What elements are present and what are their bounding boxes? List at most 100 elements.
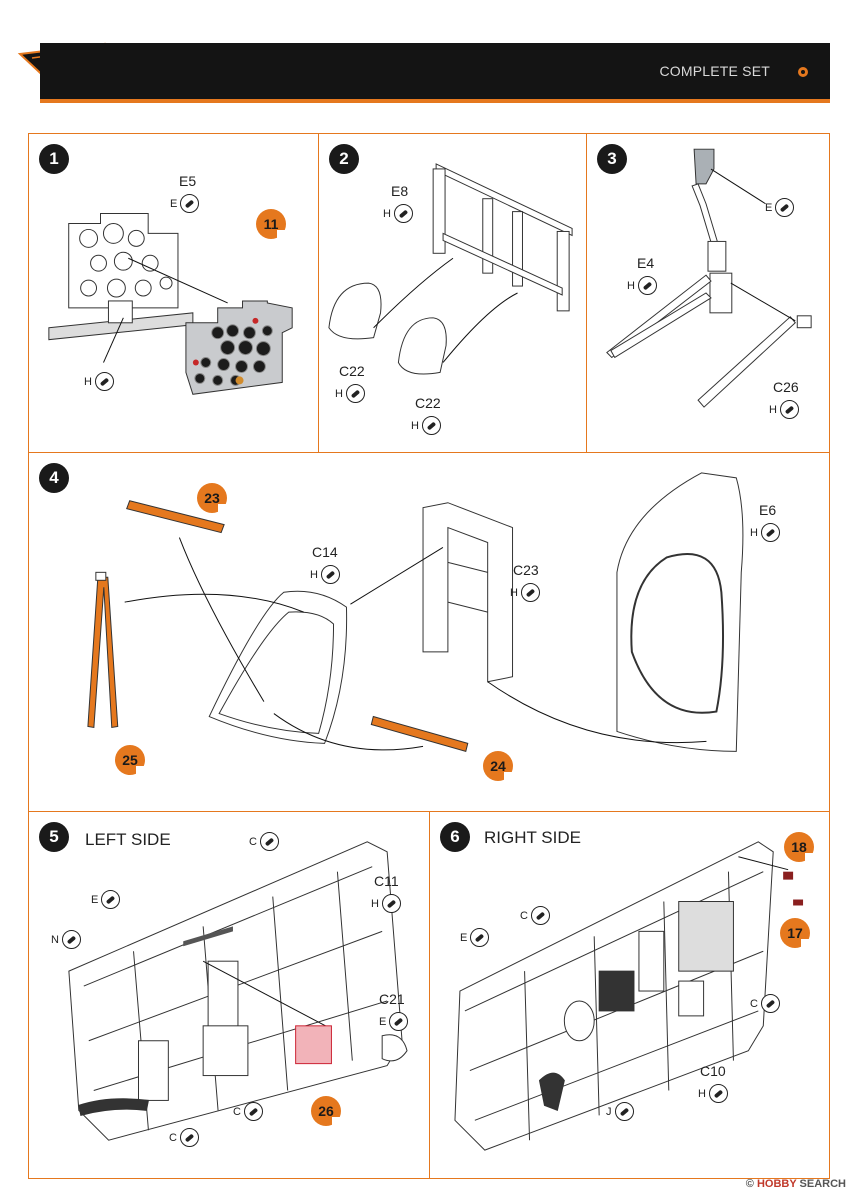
glue-code: C bbox=[249, 835, 257, 848]
glue-code: E bbox=[170, 197, 178, 210]
glue-icon bbox=[470, 928, 490, 947]
decal-23-badge: 23 bbox=[197, 483, 227, 513]
step-3-badge: 3 bbox=[597, 144, 627, 174]
glue-code: C bbox=[520, 909, 528, 922]
glue-icon bbox=[760, 523, 780, 542]
part-c22-glue: H bbox=[335, 384, 365, 403]
part-c22-label: C22 bbox=[415, 395, 441, 411]
glue-icon bbox=[614, 1102, 634, 1121]
header-band: COMPLETE SET bbox=[40, 43, 830, 103]
part-e5-label: E5 bbox=[179, 173, 197, 189]
part-e8-label: E8 bbox=[391, 183, 409, 199]
glue-code: H bbox=[371, 897, 379, 910]
glue-icon bbox=[320, 565, 340, 584]
glue-icon bbox=[708, 1084, 728, 1103]
control-column-illustration bbox=[606, 148, 812, 408]
step-5-panel: 5 LEFT SIDE C C11 H E N C21 E bbox=[28, 811, 430, 1179]
glue-icon bbox=[180, 194, 200, 213]
part-c21-glue: E bbox=[379, 1012, 409, 1031]
glue-code: H bbox=[698, 1087, 706, 1100]
part-h-glue: H bbox=[84, 372, 114, 391]
glue-icon bbox=[179, 1128, 199, 1147]
part-c10-label: C10 bbox=[700, 1063, 726, 1079]
glue-icon bbox=[530, 906, 550, 925]
glue-icon bbox=[381, 894, 401, 913]
part-c21-label: C21 bbox=[379, 991, 405, 1007]
glue-code: H bbox=[411, 419, 419, 432]
glue-icon bbox=[520, 583, 540, 602]
glue-code: H bbox=[769, 403, 777, 416]
part-e-glue: E bbox=[765, 198, 795, 217]
glue-icon bbox=[345, 384, 365, 403]
glue-icon bbox=[421, 416, 441, 435]
step-6-panel: 6 RIGHT SIDE C E C C10 H J bbox=[429, 811, 830, 1179]
glue-code: E bbox=[765, 201, 773, 214]
step-1-badge: 1 bbox=[39, 144, 69, 174]
part-n-glue: N bbox=[51, 930, 81, 949]
instrument-panel-illustration bbox=[48, 213, 293, 395]
glue-icon bbox=[775, 198, 795, 217]
decal-11-badge: 11 bbox=[256, 209, 286, 239]
glue-icon bbox=[94, 372, 114, 391]
part-e6-label: E6 bbox=[759, 502, 777, 518]
step-1-panel: 1 E5 E H 11 bbox=[28, 133, 319, 453]
part-c11-label: C11 bbox=[374, 873, 399, 889]
step-6-heading: RIGHT SIDE bbox=[484, 828, 581, 847]
glue-code: C bbox=[233, 1105, 241, 1118]
part-c23-glue: H bbox=[510, 583, 540, 602]
step-4-badge: 4 bbox=[39, 463, 69, 493]
glue-code: H bbox=[510, 586, 518, 599]
part-c14-glue: H bbox=[310, 565, 340, 584]
step-4-panel: 4 23 25 24 C14 H C23 H E6 H bbox=[28, 452, 830, 812]
decal-24-badge: 24 bbox=[483, 751, 513, 781]
right-side-frame-illustration bbox=[454, 841, 804, 1151]
part-e5-glue: E bbox=[170, 194, 200, 213]
part-c10-glue: H bbox=[698, 1084, 728, 1103]
glue-code: N bbox=[51, 933, 59, 946]
part-c14-label: C14 bbox=[312, 544, 338, 560]
watermark-symbol: © bbox=[745, 1178, 754, 1190]
glue-code: H bbox=[310, 568, 318, 581]
part-c26-glue: H bbox=[769, 400, 799, 419]
glue-icon bbox=[637, 276, 657, 295]
step-5-heading: LEFT SIDE bbox=[85, 830, 171, 849]
glue-code: C bbox=[750, 997, 758, 1010]
glue-code: H bbox=[84, 375, 92, 388]
decal-25-badge: 25 bbox=[115, 745, 145, 775]
part-c23-label: C23 bbox=[513, 562, 539, 578]
glue-code: E bbox=[379, 1015, 387, 1028]
glue-icon bbox=[779, 400, 799, 419]
step-6-badge: 6 bbox=[440, 822, 470, 852]
part-c-glue: C bbox=[169, 1128, 199, 1147]
glue-code: H bbox=[627, 279, 635, 292]
part-c22-glue: H bbox=[411, 416, 441, 435]
glue-code: C bbox=[169, 1131, 177, 1144]
glue-icon bbox=[243, 1102, 263, 1121]
left-side-frame-illustration bbox=[68, 841, 408, 1141]
glue-code: E bbox=[460, 931, 468, 944]
glue-code: H bbox=[335, 387, 343, 400]
glue-code: J bbox=[606, 1105, 612, 1118]
glue-icon bbox=[760, 994, 780, 1013]
watermark-brand: HOBBY bbox=[756, 1178, 797, 1190]
decal-18-badge: 18 bbox=[784, 832, 814, 862]
watermark: © HOBBY SEARCH bbox=[746, 1178, 846, 1190]
part-e-glue: E bbox=[91, 890, 121, 909]
glue-icon bbox=[101, 890, 121, 909]
part-c-glue: C bbox=[520, 906, 550, 925]
part-e4-label: E4 bbox=[637, 255, 655, 271]
part-c26-label: C26 bbox=[773, 379, 799, 395]
part-e6-glue: H bbox=[750, 523, 780, 542]
glue-code: E bbox=[91, 893, 99, 906]
glue-icon bbox=[61, 930, 81, 949]
part-e4-glue: H bbox=[627, 276, 657, 295]
glue-icon bbox=[393, 204, 413, 223]
glue-icon bbox=[259, 832, 279, 851]
part-c-glue: C bbox=[750, 994, 780, 1013]
step-2-panel: 2 E8 H C22 H C22 H bbox=[318, 133, 587, 453]
header-title: COMPLETE SET bbox=[659, 63, 770, 79]
watermark-rest: SEARCH bbox=[799, 1178, 846, 1190]
glue-code: H bbox=[750, 526, 758, 539]
seat-assembly-illustration bbox=[87, 472, 744, 752]
rudder-pedals-illustration bbox=[328, 163, 573, 375]
